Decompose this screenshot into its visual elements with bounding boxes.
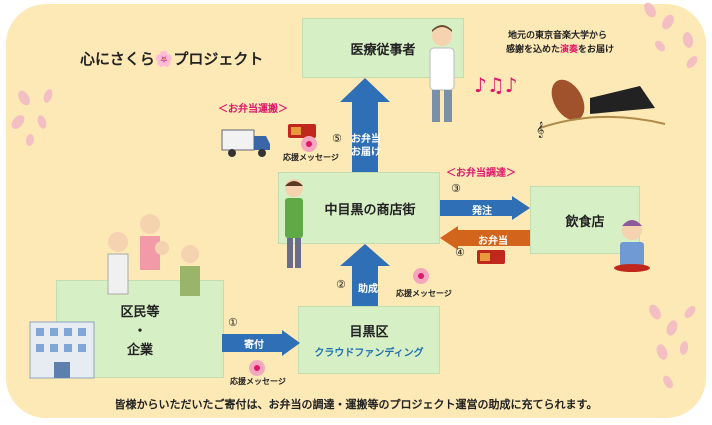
truck-icon xyxy=(221,129,270,157)
donors-line3: 企業 xyxy=(126,342,153,358)
deliver-label-1: お弁当 xyxy=(351,134,381,145)
deliver-label-2: お届け xyxy=(351,147,381,158)
bento-procure-label: ＜お弁当調達＞ xyxy=(446,168,516,179)
grant-arrow xyxy=(340,244,390,306)
doctor-illustration xyxy=(429,25,455,122)
order-label: 発注 xyxy=(472,206,492,217)
step-2: ② xyxy=(336,278,346,291)
shopkeeper-illustration xyxy=(285,179,303,268)
building-icon xyxy=(29,321,95,379)
order-arrow xyxy=(440,196,530,220)
family-illustration xyxy=(107,214,200,296)
music-caption-line2: 感謝を込めた演奏をお届け xyxy=(506,45,615,55)
grant-label: 助成 xyxy=(358,284,378,295)
cheer-message-bottom: 応援メッセージ xyxy=(230,377,286,386)
footer-note: 皆様からいただいたご寄付は、お弁当の調達・運搬等のプロジェクト運営の助成に充てら… xyxy=(114,398,598,411)
project-title: 心にさくら🌸プロジェクト xyxy=(80,50,264,68)
step-4: ④ xyxy=(455,246,465,259)
bento-return-label: お弁当 xyxy=(478,236,508,247)
music-caption-line1: 地元の東京音楽大学から xyxy=(508,31,608,41)
bento-icon xyxy=(288,124,316,138)
svg-text:♪♫♪: ♪♫♪ xyxy=(474,73,517,97)
shopping-street-box: 中目黒の商店街 xyxy=(278,172,440,244)
bento-icon-2 xyxy=(477,250,505,264)
donate-label: 寄付 xyxy=(244,340,264,351)
cheer-message-middle: 応援メッセージ xyxy=(396,289,452,298)
cheer-message-top: 応援メッセージ xyxy=(283,153,339,162)
donate-arrow xyxy=(222,330,300,356)
meguro-ward-box: 目黒区 クラウドファンディング xyxy=(298,306,440,374)
crowdfunding-label: クラウドファンディング xyxy=(314,348,424,359)
bento-transport-label: ＜お弁当運搬＞ xyxy=(218,104,288,115)
shopping-street-label: 中目黒の商店街 xyxy=(324,202,416,218)
restaurant-label: 飲食店 xyxy=(565,214,605,230)
medical-workers-label: 医療従事者 xyxy=(350,42,416,58)
donors-line2: ・ xyxy=(133,323,147,339)
music-instruments-illustration: ♪♫♪ 𝄞 xyxy=(474,73,666,138)
step-5: ⑤ xyxy=(332,132,342,145)
cook-illustration xyxy=(614,220,650,272)
step-3: ③ xyxy=(451,182,461,195)
svg-text:𝄞: 𝄞 xyxy=(536,122,544,138)
deliver-arrow xyxy=(340,78,390,174)
step-1: ① xyxy=(228,316,238,329)
sakura-flower-icon-3 xyxy=(249,360,265,376)
meguro-ward-label: 目黒区 xyxy=(349,325,389,340)
sakura-flower-icon xyxy=(301,136,317,152)
sakura-flower-icon-2 xyxy=(413,268,429,284)
bento-return-arrow xyxy=(440,226,530,250)
donors-line1: 区民等 xyxy=(120,304,160,320)
